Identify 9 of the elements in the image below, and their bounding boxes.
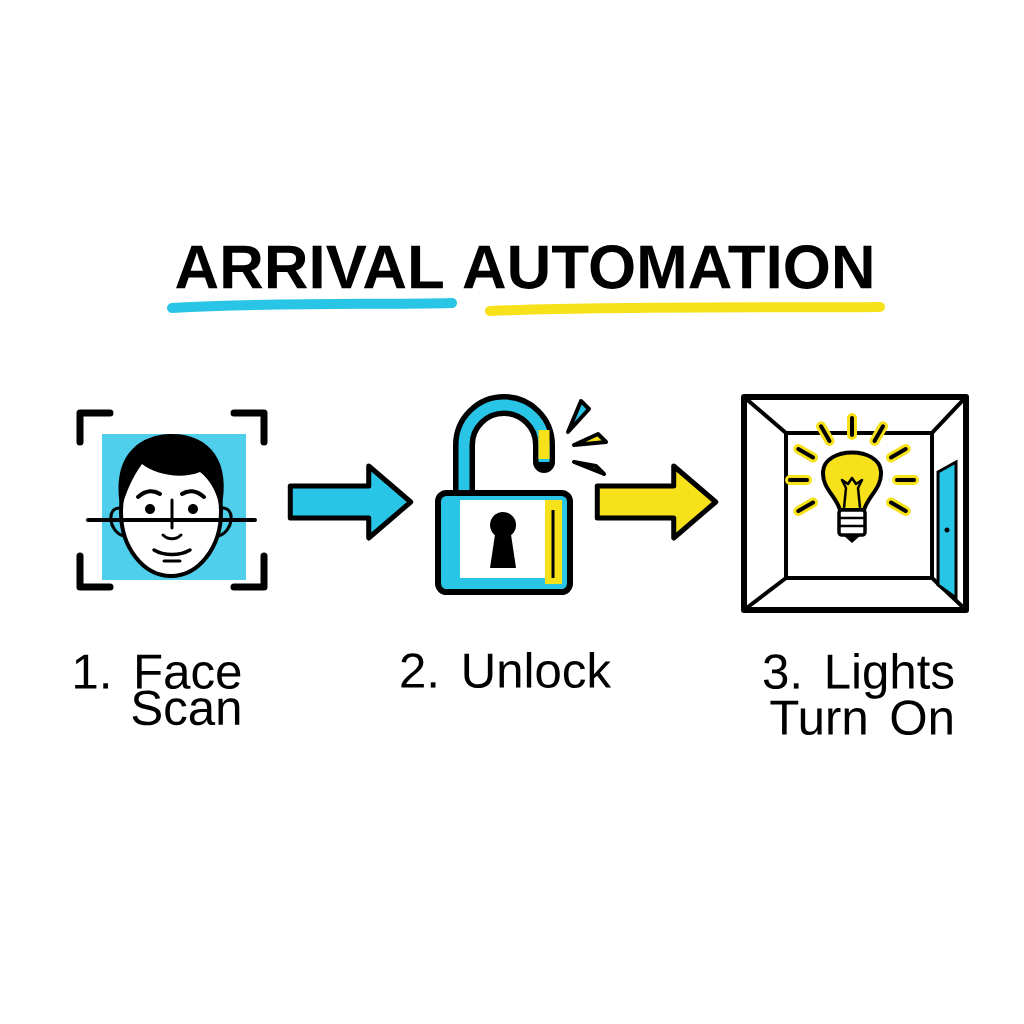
arrow — [287, 463, 414, 541]
face-scan-drawing — [76, 409, 268, 591]
arrow — [594, 463, 719, 541]
step-caption: 1. Face Scan — [75, 654, 241, 726]
title-text: ARRIVAL AUTOMATION — [176, 245, 872, 289]
padlock-drawing — [435, 394, 608, 595]
step-caption: 3. Lights Turn On — [763, 652, 954, 736]
room-lightbulb-drawing — [741, 394, 969, 613]
step-caption: 2. Unlock — [401, 651, 612, 689]
